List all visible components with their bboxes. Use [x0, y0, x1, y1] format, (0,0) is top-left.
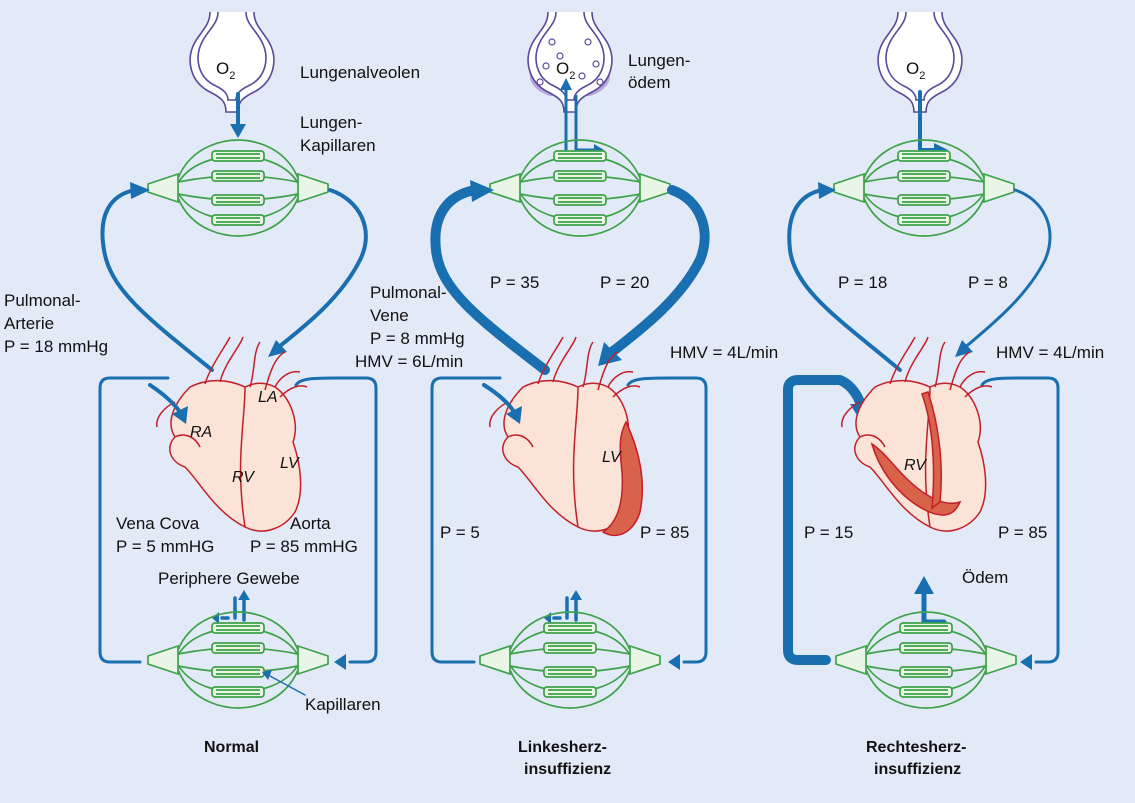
label-pulmonal-vene-1: Pulmonal- — [370, 283, 447, 302]
label-pulmonal-vene-2: Vene — [370, 306, 409, 325]
title-left-2: insuffizienz — [524, 761, 611, 778]
label-p85-left: P = 85 — [640, 523, 689, 542]
label-pulmonal-arterie-pressure: P = 18 mmHg — [4, 337, 108, 356]
systemic-capillaries-left — [479, 611, 661, 709]
arrowhead — [914, 576, 934, 594]
arrowhead — [334, 654, 346, 670]
alveolus-normal — [189, 11, 275, 113]
arrowhead — [130, 182, 150, 199]
label-rv-right: RV — [904, 457, 927, 474]
label-lungen-kapillaren-1: Lungen- — [300, 113, 362, 132]
flow-aorta-right — [980, 376, 1060, 664]
o2-label-normal: O2 — [216, 59, 235, 82]
label-p15: P = 15 — [804, 523, 853, 542]
flow-into-ra-normal — [148, 383, 182, 414]
label-oedem: Ödem — [962, 568, 1008, 587]
flow-aorta-left — [626, 376, 708, 664]
flow-venous-return-normal — [98, 376, 170, 664]
label-rv: RV — [232, 469, 255, 486]
label-aorta-pressure: P = 85 mmHG — [250, 537, 358, 556]
o2-label-right: O2 — [906, 59, 925, 82]
label-p35: P = 35 — [490, 273, 539, 292]
label-p85-right: P = 85 — [998, 523, 1047, 542]
label-periphere-gewebe: Periphere Gewebe — [158, 569, 300, 588]
flow-peripheral-in-left — [552, 596, 569, 620]
lung-capillaries-right — [833, 139, 1015, 237]
heart-right-failure — [840, 336, 993, 532]
panel-left-heart-failure: O2 Lungen- ödem P = 35 P = 20 HMV = 4L/m… — [430, 11, 778, 778]
heart-left-failure — [488, 336, 644, 537]
flow-pulmonary-artery-right — [787, 188, 902, 372]
arrowhead — [230, 124, 246, 138]
flow-venous-return-right — [783, 375, 867, 665]
label-vena-cava-pressure: P = 5 mmHG — [116, 537, 214, 556]
flow-peripheral-in — [220, 596, 237, 620]
flow-venous-return-left — [430, 376, 502, 664]
flow-aorta-normal — [294, 376, 378, 664]
label-aorta-1: Aorta — [290, 514, 331, 533]
title-right-1: Rechtesherz- — [866, 739, 966, 756]
label-p8: P = 8 — [968, 273, 1008, 292]
arrowhead — [262, 670, 272, 680]
panel-normal: O2 Lungenalveolen Lungen- Kapillaren Pul… — [4, 11, 465, 756]
arrowhead — [598, 342, 622, 366]
lung-capillaries-left — [489, 139, 671, 237]
panel-right-heart-failure: O2 P = 18 P = 8 HMV = 4L/min RV P = 15 P… — [783, 11, 1104, 778]
flow-peripheral-edema — [921, 587, 947, 625]
label-hmv-right: HMV = 4L/min — [996, 343, 1104, 362]
o2-label-left: O2 — [556, 59, 575, 82]
arrowhead — [172, 406, 188, 424]
label-lv: LV — [280, 455, 300, 472]
label-hmv-left: HMV = 4L/min — [670, 343, 778, 362]
arrowhead — [1020, 654, 1032, 670]
flow-pulmonary-vein-left — [607, 185, 710, 357]
arrowhead — [238, 590, 250, 600]
label-pulmonal-vene-pressure: P = 8 mmHg — [370, 329, 465, 348]
arrowhead — [818, 182, 836, 199]
label-la: LA — [258, 389, 278, 406]
label-kapillaren: Kapillaren — [305, 695, 381, 714]
arrowhead — [268, 340, 287, 357]
arrowhead — [560, 78, 572, 90]
flow-edema-down — [574, 94, 598, 152]
label-lv-left: LV — [602, 449, 622, 466]
flow-pulmonary-vein-right — [960, 188, 1052, 352]
label-p20: P = 20 — [600, 273, 649, 292]
arrowhead — [570, 590, 582, 600]
label-lungenoedem-1: Lungen- — [628, 51, 690, 70]
pointer-kapillaren — [269, 675, 306, 696]
flow-o2-right — [918, 90, 938, 152]
arrowhead — [506, 406, 522, 424]
title-right-2: insuffizienz — [874, 761, 961, 778]
arrowhead — [668, 654, 680, 670]
heart-normal — [155, 336, 308, 532]
systemic-capillaries-right — [835, 611, 1017, 709]
flow-pulmonary-artery-left — [430, 185, 550, 375]
flow-into-ra-left — [482, 383, 516, 414]
label-pulmonal-arterie-2: Arterie — [4, 314, 54, 333]
flow-pulmonary-artery-normal — [100, 188, 214, 372]
label-lungen-kapillaren-2: Kapillaren — [300, 136, 376, 155]
arrowhead — [470, 180, 494, 202]
label-lungenalveolen: Lungenalveolen — [300, 63, 420, 82]
alveolus-edema — [527, 11, 613, 113]
title-normal: Normal — [204, 739, 259, 756]
label-pulmonal-arterie-1: Pulmonal- — [4, 291, 81, 310]
label-lungenoedem-2: ödem — [628, 73, 671, 92]
label-ra: RA — [190, 424, 212, 441]
label-p18: P = 18 — [838, 273, 887, 292]
label-hmv-normal: HMV = 6L/min — [355, 352, 463, 371]
flow-pulmonary-vein-normal — [273, 188, 368, 352]
label-vena-cava-1: Vena Cova — [116, 514, 200, 533]
title-left-1: Linkesherz- — [518, 739, 607, 756]
label-p5: P = 5 — [440, 523, 480, 542]
